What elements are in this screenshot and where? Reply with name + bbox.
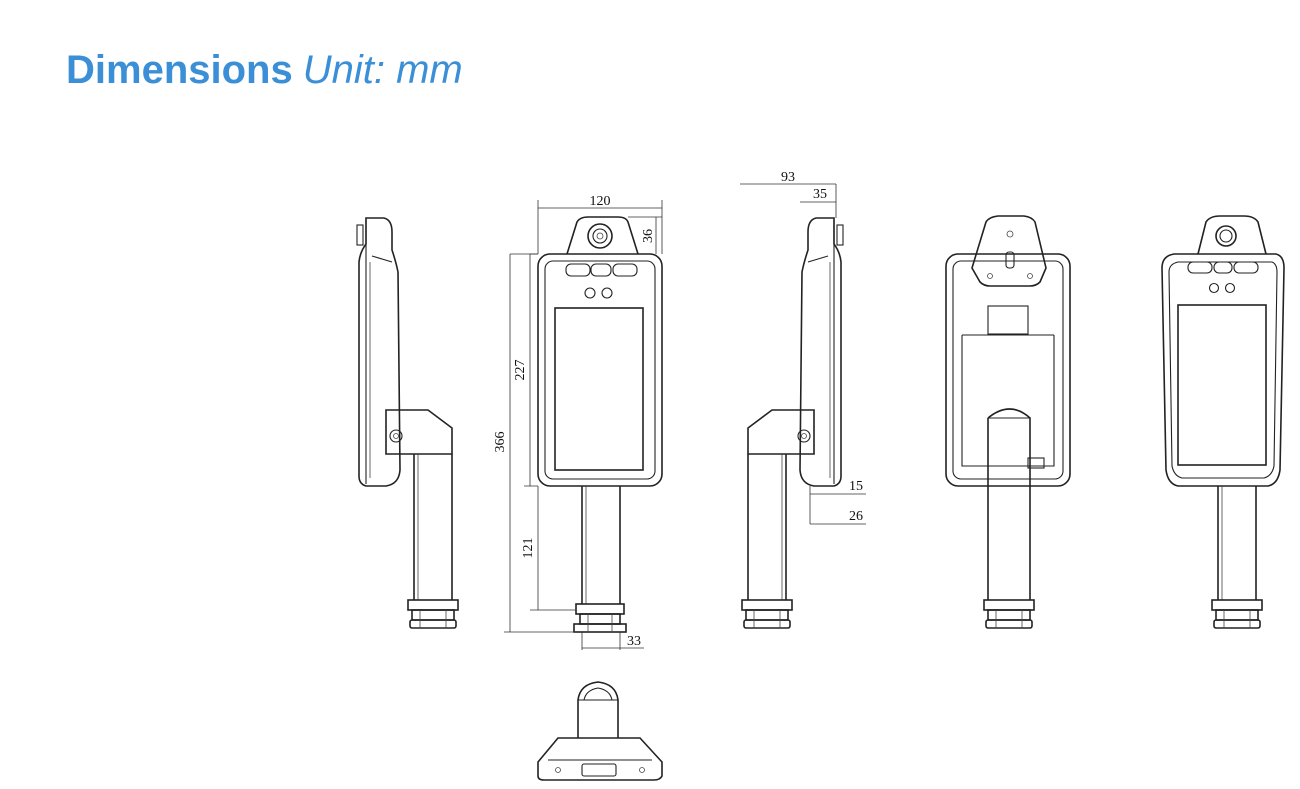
rear-view <box>945 215 1071 629</box>
dim-pole-121: 121 <box>521 538 536 559</box>
dim-depth-35: 35 <box>813 187 827 202</box>
dim-camera-36: 36 <box>641 229 656 243</box>
perspective-view <box>1161 215 1285 629</box>
title-unit: Unit: mm <box>302 48 463 92</box>
right-side-view <box>740 183 866 629</box>
dim-base-33: 33 <box>627 634 641 649</box>
front-view <box>504 200 663 650</box>
dim-bottom-26: 26 <box>849 509 863 524</box>
dim-depth-93: 93 <box>781 170 795 185</box>
dim-width-120: 120 <box>590 194 611 209</box>
base-top-view <box>537 681 663 781</box>
title-main: Dimensions <box>66 48 293 92</box>
dim-bottom-15: 15 <box>849 479 863 494</box>
left-side-view <box>356 217 459 629</box>
dim-total-366: 366 <box>493 432 508 453</box>
dim-screen-227: 227 <box>513 360 528 381</box>
